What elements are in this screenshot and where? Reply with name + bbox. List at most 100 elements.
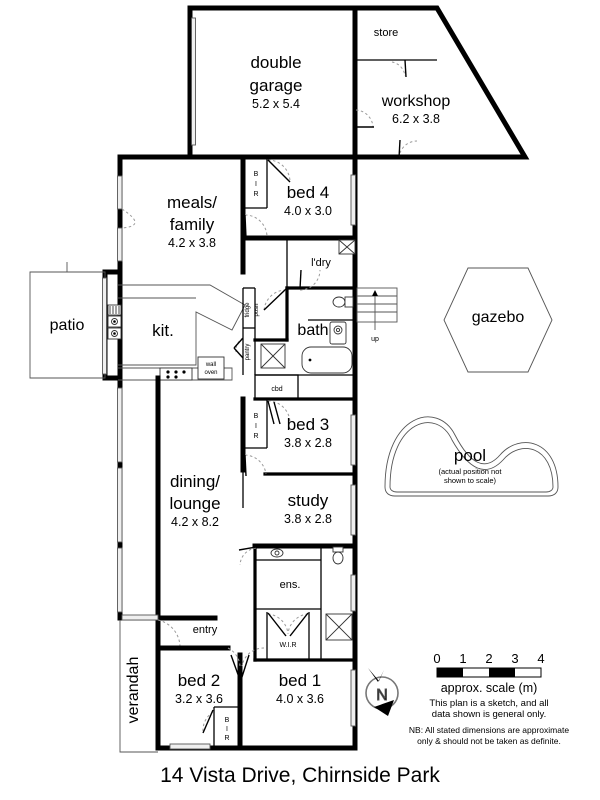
bed1-dimensions: 4.0 x 3.6	[276, 692, 324, 706]
meals-window-lower[interactable]	[117, 227, 123, 262]
bed2-window[interactable]	[169, 743, 211, 750]
compass-letter: N	[376, 687, 388, 704]
bed3-door-arc	[244, 454, 267, 475]
bed2-bir-label-r: R	[224, 735, 229, 742]
lounge-window-2[interactable]	[117, 467, 123, 543]
meals-dimensions: 4.2 x 3.8	[168, 236, 216, 250]
bed2-door-leaf[interactable]	[230, 654, 241, 681]
left-elevation-windows	[117, 175, 136, 613]
ensuite-window[interactable]	[350, 574, 356, 612]
ensuite-area: ens. W.I.R	[238, 544, 357, 662]
bed2-bir-door-leaf[interactable]	[202, 709, 214, 734]
scale-seg-2	[489, 668, 515, 677]
bath-door-leaf[interactable]	[263, 288, 287, 311]
lounge-label-line1: dining/	[170, 472, 220, 491]
workshop-dimensions: 6.2 x 3.8	[392, 112, 440, 126]
laundry-label: l'dry	[311, 257, 331, 269]
bath-vanity	[329, 321, 347, 345]
wall-oven-label-line2: oven	[204, 370, 217, 376]
bed3-bir-door-leaf2[interactable]	[273, 401, 281, 425]
bed3-door-leaf[interactable]	[244, 454, 247, 477]
meals-window-upper[interactable]	[117, 175, 123, 210]
store-door-leaf[interactable]	[404, 59, 407, 78]
scale-bar: 0 1 2 3 4 approx. scale (m) This plan is…	[409, 651, 569, 746]
bed3-bir-door-leaf[interactable]	[267, 400, 275, 425]
pool-outline-outer	[384, 416, 559, 497]
cooktop-grill	[107, 304, 122, 316]
dining-lounge-area: dining/ lounge 4.2 x 8.2	[155, 375, 221, 621]
laundry-door-leaf[interactable]	[299, 269, 302, 290]
ensuite-hall-door-leaf[interactable]	[238, 546, 257, 551]
lounge-window-3[interactable]	[117, 547, 123, 613]
bed3-window[interactable]	[350, 414, 356, 466]
patio-label: patio	[50, 317, 85, 334]
pool-area: pool (actual position not shown to scale…	[384, 416, 559, 497]
pool-note-line1: (actual position not	[439, 467, 503, 476]
patio-area: patio	[29, 262, 107, 379]
laundry-door-arc	[299, 269, 321, 291]
bed4-bir-door-leaf[interactable]	[267, 159, 291, 183]
scale-tick-3: 3	[511, 651, 518, 666]
bed4-window[interactable]	[350, 174, 356, 226]
ensuite-hall-door-arc	[239, 547, 257, 566]
lounge-window-1[interactable]	[117, 387, 123, 463]
scale-disclaimer-line1: This plan is a sketch, and all	[429, 698, 548, 709]
bed3-bir-label-b: B	[254, 413, 259, 420]
bed4-dimensions: 4.0 x 3.0	[284, 204, 332, 218]
bed4-bir-label-b: B	[254, 171, 259, 178]
wir-door-leaf-right[interactable]	[289, 612, 309, 637]
wall-oven-label-line1: wall	[205, 362, 216, 368]
meals-label-line1: meals/	[167, 193, 217, 212]
house-outline	[117, 154, 358, 751]
wir-door-arc-right	[287, 613, 309, 635]
fridge-posn-label: posn	[254, 303, 260, 316]
bed4-area: B I R bed 4 4.0 x 3.0	[240, 157, 358, 241]
compass-north-arrow	[368, 668, 384, 682]
bed1-window[interactable]	[350, 669, 356, 727]
pool-label: pool	[454, 446, 486, 465]
entry-door-panel[interactable]	[121, 614, 159, 621]
bed1-area: bed 1 4.0 x 3.6	[276, 669, 356, 727]
store-door-arc	[391, 61, 406, 77]
stairs-outline	[356, 287, 398, 323]
pool-outline-inner	[389, 422, 554, 493]
pantry-door-leaf[interactable]	[233, 337, 244, 349]
lounge-label-line2: lounge	[169, 494, 220, 513]
bed4-door-leaf[interactable]	[244, 214, 247, 239]
study-dimensions: 3.8 x 2.8	[284, 512, 332, 526]
gazebo-outline	[443, 267, 553, 373]
study-label: study	[288, 491, 329, 510]
entry-label: entry	[193, 624, 218, 636]
bed2-bir-label-i: I	[226, 726, 228, 733]
garage-label-line1: double	[250, 53, 301, 72]
workshop-exit-door-leaf[interactable]	[398, 139, 401, 159]
bed3-bir-label-r: R	[253, 433, 258, 440]
store-label: store	[374, 27, 398, 39]
bed3-area: B I R bed 3 3.8 x 2.8	[240, 396, 357, 508]
study-area: study 3.8 x 2.8	[252, 484, 358, 549]
workshop-label: workshop	[381, 93, 451, 110]
bed2-bir-label-b: B	[225, 717, 230, 724]
bed2-label: bed 2	[178, 671, 221, 690]
garage-roller-door[interactable]	[191, 17, 196, 146]
wir-door-leaf-left[interactable]	[267, 612, 287, 637]
bed3-dimensions: 3.8 x 2.8	[284, 436, 332, 450]
scale-tick-4: 4	[537, 651, 544, 666]
study-window[interactable]	[350, 484, 356, 536]
patio-outline	[29, 271, 106, 379]
verandah-outline	[119, 620, 158, 753]
bath-area: fridge posn pantry bath	[233, 286, 355, 376]
bath-label: bath	[297, 322, 328, 339]
pantry-door-leaf2[interactable]	[233, 347, 244, 359]
gazebo-area: gazebo	[443, 267, 553, 373]
wall-oven	[197, 356, 225, 380]
verandah-area: verandah	[119, 620, 158, 753]
bed1-door-leaf[interactable]	[240, 654, 250, 681]
scale-disclaimer-line2: data shown is general only.	[432, 709, 546, 720]
patio-sliding-door[interactable]	[102, 277, 107, 375]
bed1-door-arc	[241, 647, 265, 667]
garage-block: double garage 5.2 x 5.4 store workshop 6…	[187, 5, 530, 160]
bed4-door-arc	[244, 214, 268, 238]
